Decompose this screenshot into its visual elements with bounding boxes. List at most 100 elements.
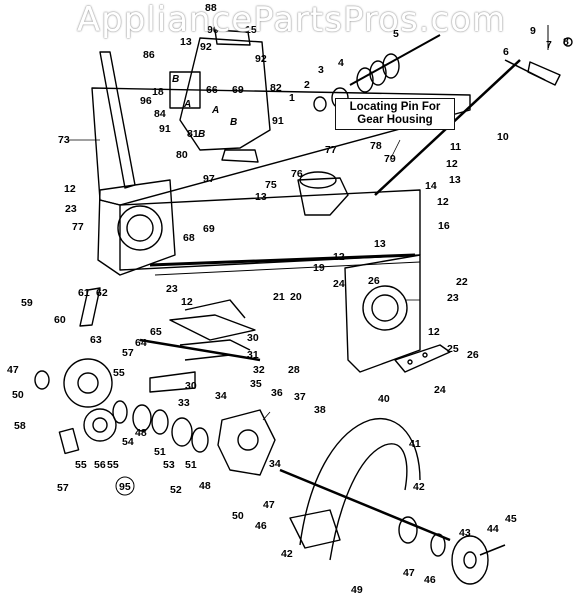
part-label-a2: A xyxy=(211,105,219,116)
part-label-34b: 34 xyxy=(269,458,281,470)
part-label-28: 28 xyxy=(288,364,300,376)
part-label-55c: 55 xyxy=(107,459,119,471)
part-label-91a: 91 xyxy=(159,123,171,135)
part-label-31: 31 xyxy=(247,349,259,361)
part-label-69: 69 xyxy=(232,84,244,96)
part-label-38: 38 xyxy=(314,404,326,416)
part-label-88: 88 xyxy=(205,2,217,14)
part-label-57b: 57 xyxy=(57,482,69,494)
part-label-47a: 47 xyxy=(7,364,19,376)
part-label-12a: 12 xyxy=(446,158,458,170)
part-label-12e: 12 xyxy=(181,296,193,308)
part-label-15: 15 xyxy=(245,24,257,36)
part-label-73: 73 xyxy=(58,134,70,146)
part-label-26a: 26 xyxy=(368,275,380,287)
part-label-23c: 23 xyxy=(447,292,459,304)
part-label-b3: B xyxy=(198,129,205,140)
part-label-4: 4 xyxy=(338,57,344,69)
part-label-12c: 12 xyxy=(64,183,76,195)
part-label-82: 82 xyxy=(270,82,282,94)
part-label-51b: 51 xyxy=(185,459,197,471)
part-label-63: 63 xyxy=(90,334,102,346)
part-label-69b: 69 xyxy=(203,223,215,235)
part-label-77b: 77 xyxy=(72,221,84,233)
part-label-53: 53 xyxy=(163,459,175,471)
part-label-13c: 13 xyxy=(255,191,267,203)
part-label-51a: 51 xyxy=(154,446,166,458)
handle-bar-73 xyxy=(99,51,136,189)
part-label-84: 84 xyxy=(154,108,166,120)
part-label-52: 52 xyxy=(170,484,182,496)
part-label-55a: 55 xyxy=(113,367,125,379)
part-label-13b: 13 xyxy=(449,174,461,186)
part-label-25: 25 xyxy=(447,343,459,355)
part-label-16: 16 xyxy=(438,220,450,232)
right-bearing-cluster xyxy=(398,516,506,585)
part-label-42a: 42 xyxy=(413,481,425,493)
impeller-assembly xyxy=(139,299,261,362)
part-label-54: 54 xyxy=(122,436,134,448)
part-label-11: 11 xyxy=(450,141,461,153)
part-label-b1: B xyxy=(172,74,179,85)
part-label-57a: 57 xyxy=(122,347,134,359)
part-label-45: 45 xyxy=(505,513,517,525)
part-label-58: 58 xyxy=(14,420,26,432)
part-label-a1: A xyxy=(183,99,191,110)
part-label-20: 20 xyxy=(290,291,302,303)
part-label-13d: 13 xyxy=(374,238,386,250)
part-label-62: 62 xyxy=(96,287,108,299)
part-label-90: 90 xyxy=(207,24,219,36)
part-label-56: 56 xyxy=(94,459,106,471)
part-label-44: 44 xyxy=(487,523,499,535)
part-label-50b: 50 xyxy=(232,510,244,522)
part-label-47b: 47 xyxy=(263,499,275,511)
part-label-7: 7 xyxy=(546,39,552,51)
part-label-33: 33 xyxy=(178,397,190,409)
part-label-97: 97 xyxy=(203,173,215,185)
part-label-81: 81 xyxy=(187,128,199,140)
part-label-18: 18 xyxy=(152,86,164,98)
part-label-48a: 48 xyxy=(135,427,147,439)
part-label-41: 41 xyxy=(409,438,421,450)
part-label-86: 86 xyxy=(143,49,155,61)
part-label-35: 35 xyxy=(250,378,262,390)
part-label-60: 60 xyxy=(54,314,66,326)
right-side-plate xyxy=(344,254,421,373)
part-label-80: 80 xyxy=(176,149,188,161)
part-label-12b: 12 xyxy=(437,196,449,208)
part-label-12f: 12 xyxy=(428,326,440,338)
callout-line-1: Locating Pin For xyxy=(349,101,441,113)
auger-housing xyxy=(91,87,471,276)
part-label-65: 65 xyxy=(150,326,162,338)
part-label-10: 10 xyxy=(497,131,509,143)
part-label-42b: 42 xyxy=(281,548,293,560)
part-label-48b: 48 xyxy=(199,480,211,492)
part-label-9: 9 xyxy=(530,25,536,37)
part-95-circle xyxy=(115,476,135,496)
auger-spiral xyxy=(279,417,451,561)
part-label-24b: 24 xyxy=(434,384,446,396)
part-label-47c: 47 xyxy=(403,567,415,579)
part-label-64: 64 xyxy=(135,337,147,349)
part-label-34a: 34 xyxy=(215,390,227,402)
part-label-49: 49 xyxy=(351,584,363,596)
part-label-26b: 26 xyxy=(467,349,479,361)
part-label-36: 36 xyxy=(271,387,283,399)
part-label-46a: 46 xyxy=(255,520,267,532)
part-label-78: 78 xyxy=(370,140,382,152)
part-label-61: 61 xyxy=(78,287,90,299)
part-label-50a: 50 xyxy=(12,389,24,401)
part-label-8: 8 xyxy=(563,36,569,48)
chute-assembly xyxy=(169,29,349,216)
skid-shoe xyxy=(394,344,451,373)
part-label-30a: 30 xyxy=(247,332,259,344)
part-label-b2: B xyxy=(230,117,237,128)
part-label-1: 1 xyxy=(289,92,295,104)
part-label-30b: 30 xyxy=(185,380,197,392)
part-label-96: 96 xyxy=(140,95,152,107)
part-label-91b: 91 xyxy=(272,115,284,127)
part-label-59: 59 xyxy=(21,297,33,309)
part-label-3: 3 xyxy=(318,64,324,76)
